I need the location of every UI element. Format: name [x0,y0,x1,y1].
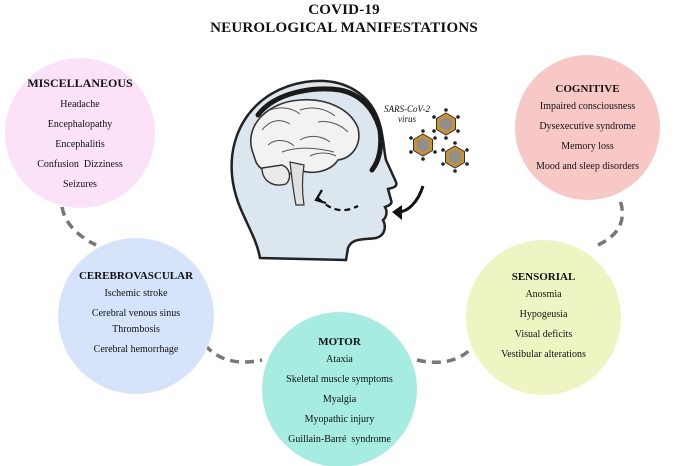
cognitive-item: Memory loss [561,141,614,152]
cerebrovascular-item: Cerebral hemorrhage [93,344,179,355]
title-line-2: NEUROLOGICAL MANIFESTATIONS [210,20,478,36]
title-line-1: COVID-19 [308,2,380,18]
miscellaneous-item: Encephalitis [55,139,105,150]
virus-label-line-1: SARS-CoV-2 [384,104,430,114]
sensorial-item: Visual deficits [514,329,573,340]
sensorial-item: Vestibular alterations [501,349,586,360]
cognitive-item: Dysexecutive syndrome [539,121,636,132]
cerebrovascular-title: CEREBROVASCULAR [78,270,194,282]
motor-item: Guillain-Barré syndrome [288,434,391,445]
connector-motor-sensorial [416,346,474,364]
cognitive-item: Mood and sleep disorders [535,161,640,172]
cerebrovascular-item: Cerebral venous sinus [91,308,181,319]
cerebrovascular-circle: CEREBROVASCULAR Ischemic stroke Cerebral… [58,238,214,394]
motor-circle: MOTOR Ataxia Skeletal muscle symptoms My… [262,312,417,466]
sensorial-circle: SENSORIAL Anosmia Hypogeusia Visual defi… [466,240,621,395]
motor-item: Myopathic injury [304,414,375,425]
connector-misc-cerebro [60,206,97,247]
miscellaneous-item: Headache [60,99,100,110]
virus-particle [440,140,470,174]
motor-item: Ataxia [326,354,353,365]
cerebrovascular-item: Thrombosis [112,324,160,335]
virus-label-line-2: virus [398,114,416,124]
miscellaneous-item: Encephalopathy [47,119,113,130]
miscellaneous-item: Seizures [63,179,97,190]
miscellaneous-title: MISCELLANEOUS [27,76,133,90]
virus-particle [408,128,438,162]
cerebrovascular-item: Ischemic stroke [104,288,168,299]
miscellaneous-circle: MISCELLANEOUS Headache Encephalopathy En… [5,58,155,208]
cognitive-title: COGNITIVE [555,83,620,95]
virus-label: SARS-CoV-2 virus [377,104,437,124]
cognitive-circle: COGNITIVE Impaired consciousness Dysexec… [515,55,660,200]
connector-cerebro-motor [203,343,263,364]
sensorial-item: Anosmia [525,289,562,300]
sensorial-title: SENSORIAL [511,271,576,283]
sensorial-item: Hypogeusia [519,309,568,320]
motor-item: Myalgia [322,394,357,405]
motor-item: Skeletal muscle symptoms [286,374,393,385]
motor-title: MOTOR [318,336,361,348]
miscellaneous-item: Confusion Dizziness [37,159,123,170]
cognitive-item: Impaired consciousness [539,101,636,112]
connector-sensorial-cognitive [597,199,625,247]
